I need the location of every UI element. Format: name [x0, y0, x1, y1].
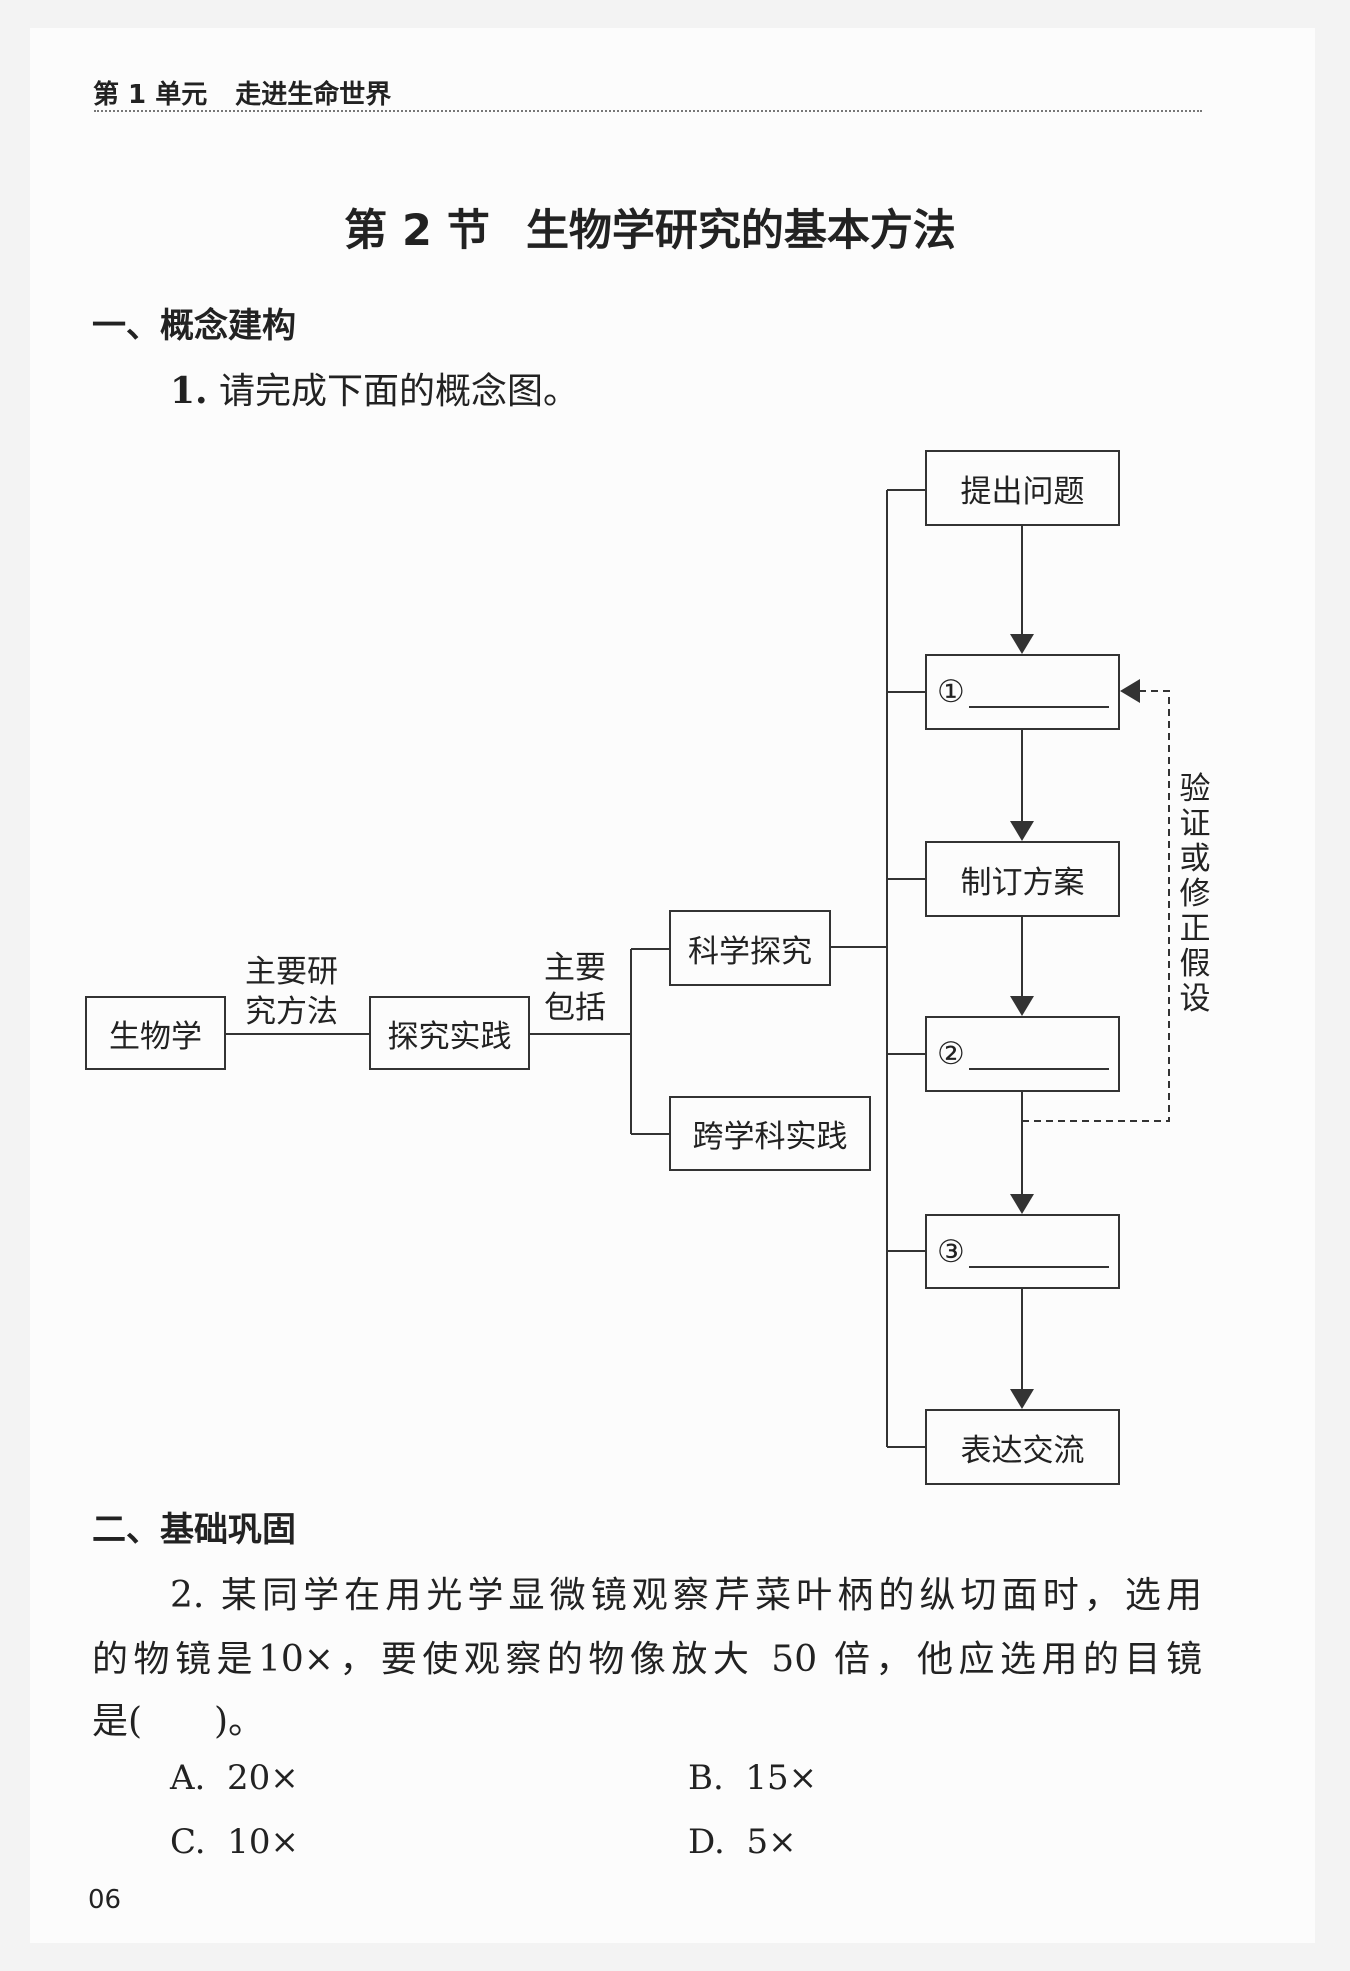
step-express-communicate: 表达交流: [925, 1409, 1120, 1485]
answer-blank[interactable]: [968, 676, 1109, 708]
q2-line-3: 是( )。: [92, 1701, 265, 1742]
feedback-loop-arrow: [1022, 679, 1170, 1122]
step-ask-question: 提出问题: [925, 450, 1120, 526]
page-title: 第 2 节生物学研究的基本方法: [0, 196, 1300, 258]
answer-blank[interactable]: [968, 1038, 1109, 1070]
unit-number: 第 1 单元: [93, 80, 208, 110]
node-biology: 生物学: [85, 996, 226, 1070]
loop-label: 验证或修正假设: [1179, 771, 1211, 1017]
step-blank-2[interactable]: ②: [925, 1016, 1120, 1092]
option-a[interactable]: A. 20×: [170, 1758, 299, 1798]
blank-number: ①: [937, 674, 965, 710]
blank-number: ②: [937, 1036, 965, 1072]
step-blank-3[interactable]: ③: [925, 1214, 1120, 1289]
q2-line-1: 2. 某同学在用光学显微镜观察芹菜叶柄的纵切面时，选用: [170, 1575, 1202, 1616]
step-blank-1[interactable]: ①: [925, 654, 1120, 730]
section-name: 生物学研究的基本方法: [525, 206, 956, 256]
node-scientific-inquiry: 科学探究: [669, 910, 831, 986]
part1-heading: 一、概念建构: [92, 306, 296, 346]
node-interdisciplinary-practice: 跨学科实践: [669, 1096, 871, 1171]
node-inquiry-practice: 探究实践: [369, 996, 530, 1070]
section-number: 第 2 节: [344, 206, 490, 256]
part2-heading: 二、基础巩固: [92, 1510, 296, 1550]
option-b[interactable]: B. 15×: [688, 1758, 818, 1798]
blank-number: ③: [937, 1233, 965, 1270]
q2-line-2: 的物镜是10×，要使观察的物像放大 50 倍，他应选用的目镜: [92, 1639, 1202, 1680]
header-divider: [94, 110, 1202, 112]
answer-blank[interactable]: [968, 1236, 1109, 1268]
q1-number: 1.: [170, 370, 208, 412]
running-header: 第 1 单元走进生命世界: [93, 74, 419, 111]
question-1: 1. 请完成下面的概念图。: [170, 362, 579, 414]
edge-label-includes: 主要包括: [544, 950, 606, 1026]
unit-title: 走进生命世界: [235, 80, 392, 110]
q1-text: 请完成下面的概念图。: [219, 371, 580, 412]
option-c[interactable]: C. 10×: [170, 1822, 300, 1862]
option-d[interactable]: D. 5×: [688, 1822, 797, 1862]
edge-label-main-method: 主要研究方法: [245, 954, 338, 1030]
page-number: 06: [88, 1885, 122, 1915]
step-make-plan: 制订方案: [925, 841, 1120, 917]
